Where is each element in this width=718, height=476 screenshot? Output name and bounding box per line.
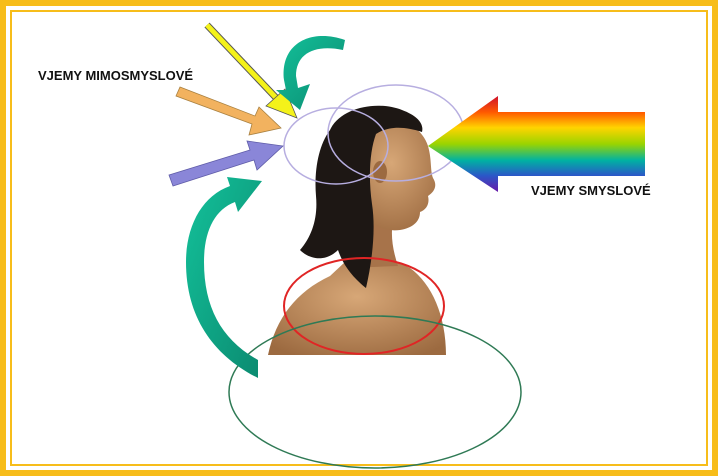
human-figure: [268, 106, 446, 355]
label-extrasensory-perceptions: VJEMY MIMOSMYSLOVÉ: [38, 68, 193, 83]
violet-arrow: [169, 141, 283, 186]
rainbow-arrow: [428, 96, 645, 192]
orange-arrow: [176, 87, 281, 135]
teal-arrow-bottom: [186, 177, 262, 378]
label-sensory-perceptions: VJEMY SMYSLOVÉ: [531, 183, 651, 198]
